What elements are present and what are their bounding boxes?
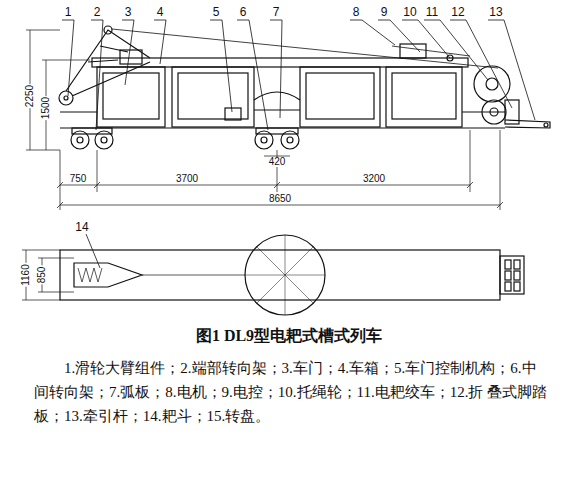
dimension-label: 1500 xyxy=(41,96,51,120)
callout-number: 5 xyxy=(213,6,220,18)
bogies xyxy=(71,128,299,149)
dimension-label: 420 xyxy=(268,157,287,167)
arc-plate xyxy=(254,92,300,100)
dimension-label: 850 xyxy=(37,266,47,285)
dimension-label: 750 xyxy=(69,174,88,184)
plan-dimension-lines xyxy=(22,250,74,300)
callout-number: 2 xyxy=(94,6,101,18)
callout-number: 1 xyxy=(65,6,72,18)
figure-caption: 1.滑轮大臂组件；2.端部转向架；3.车门；4.车箱；5.车门控制机构；6.中间… xyxy=(34,356,548,428)
callout-number: 9 xyxy=(381,6,388,18)
callout-number: 6 xyxy=(240,6,247,18)
dimension-label: 3700 xyxy=(175,174,199,184)
dimension-label: 2250 xyxy=(25,84,35,108)
winch-end xyxy=(392,44,550,128)
callout-number: 14 xyxy=(75,221,88,233)
car-body xyxy=(60,58,505,128)
dimension-label: 3200 xyxy=(362,174,386,184)
pulley-boom xyxy=(59,26,150,105)
callout-number: 12 xyxy=(451,6,464,18)
callout-number: 7 xyxy=(273,6,280,18)
callout-number: 3 xyxy=(125,6,132,18)
rake-bucket xyxy=(74,263,142,287)
callout-number: 8 xyxy=(353,6,360,18)
callout-number: 4 xyxy=(157,6,164,18)
dimension-lines xyxy=(26,30,503,210)
callout-number: 11 xyxy=(426,6,438,18)
leader-lines xyxy=(62,20,535,268)
callout-number: 10 xyxy=(403,6,416,18)
dimension-label: 1160 xyxy=(21,263,31,287)
callout-number: 13 xyxy=(489,6,502,18)
figure-title: 图1 DL9型电耙式槽式列车 xyxy=(0,326,578,347)
plan-view xyxy=(60,235,524,315)
dimension-label: 8650 xyxy=(268,194,292,204)
